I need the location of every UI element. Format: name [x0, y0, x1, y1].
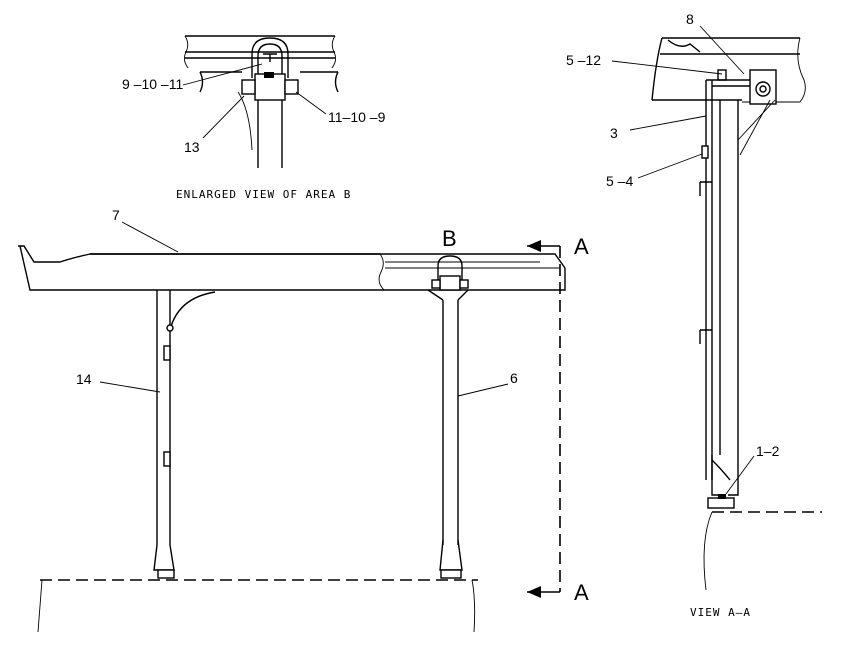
- section-arrow-bottom: [527, 586, 541, 598]
- left-post: [156, 290, 171, 545]
- label-5-12: 5 –12: [566, 52, 601, 68]
- detail-u-bolt: [251, 37, 289, 78]
- left-brace: [169, 291, 216, 331]
- detail-leader-right: [295, 91, 327, 115]
- section-arrow-top: [527, 240, 541, 252]
- section-base-plate: [707, 497, 735, 509]
- section-rail-break: [742, 37, 806, 103]
- detail-rail: [185, 35, 335, 59]
- leader-rail: [121, 221, 179, 253]
- leader-1-2: [725, 455, 755, 495]
- label-7: 7: [112, 207, 120, 223]
- section-fastener: [701, 145, 709, 159]
- label-3: 3: [610, 125, 618, 141]
- detail-nut-right: [284, 79, 299, 95]
- section-label-bottom: A: [574, 580, 589, 605]
- detail-leader-bottom-left: [202, 95, 245, 139]
- leader-right-post: [457, 383, 509, 397]
- leader-5-12: [611, 60, 723, 75]
- section-floor-edge: [703, 511, 713, 591]
- main-rail-channel: [385, 261, 560, 269]
- label-5-4: 5 –4: [606, 173, 633, 189]
- main-elevation-view: A A B 7 14 6: [18, 207, 589, 633]
- detail-u-bolt-inner: [257, 43, 283, 78]
- section-post: [719, 100, 739, 455]
- label-13: 13: [184, 139, 200, 155]
- section-tab-2: [699, 329, 712, 344]
- section-bolt-center: [759, 85, 767, 93]
- right-post: [442, 300, 459, 545]
- label-9-10-11: 9 –10 –11: [122, 76, 183, 92]
- detail-leader-top-left: [182, 63, 263, 86]
- section-bracket-top: [706, 79, 750, 87]
- right-post-flare: [427, 289, 469, 301]
- section-rail-left: [651, 37, 701, 101]
- detail-lower-flange: [199, 71, 339, 93]
- section-arrow-shafts: [527, 245, 560, 593]
- leader-3: [629, 115, 707, 131]
- leader-8: [699, 25, 745, 75]
- main-rail-top: [90, 253, 566, 269]
- section-foot-detail: [711, 459, 731, 481]
- detail-t-bolt: [263, 53, 277, 62]
- area-marker-b: B: [442, 226, 457, 251]
- detail-nut-top: [264, 72, 274, 78]
- label-8: 8: [686, 11, 694, 27]
- detail-post: [257, 100, 283, 168]
- section-label-top: A: [574, 234, 589, 259]
- section-tab-1: [699, 181, 712, 196]
- section-brace: [737, 99, 776, 156]
- leader-5-4: [637, 153, 703, 179]
- leader-left-post: [99, 381, 161, 393]
- section-bracket: [705, 80, 713, 480]
- main-clamp-nut-left: [431, 279, 441, 289]
- main-u-bolt: [437, 255, 463, 284]
- left-post-slot-2: [163, 451, 171, 467]
- label-6: 6: [510, 370, 518, 386]
- section-base-bolt: [718, 494, 726, 499]
- caption-enlarged-view: ENLARGED VIEW OF AREA B: [176, 188, 351, 201]
- detail-brace-curve: [237, 91, 253, 151]
- left-brace-pin: [166, 324, 174, 332]
- label-1-2: 1–2: [756, 443, 780, 459]
- section-nut-5-12: [717, 69, 727, 81]
- main-clamp-nut-right: [459, 279, 469, 289]
- section-view-a-a: 8 5 –12 3 5 –4 1–2 VIEW A–A: [566, 11, 822, 619]
- left-post-slot-1: [163, 345, 171, 361]
- section-rail: [652, 37, 800, 101]
- label-14: 14: [76, 371, 92, 387]
- main-clamp-block: [439, 275, 461, 291]
- detail-nut-left: [241, 79, 256, 95]
- right-post-base: [440, 569, 462, 579]
- floor-edges: [37, 579, 476, 633]
- caption-view-a-a: VIEW A–A: [690, 606, 751, 619]
- main-rail-outline: [18, 245, 566, 291]
- enlarged-view-area-b: 9 –10 –11 11–10 –9 13 ENLARGED VIEW OF A…: [122, 35, 386, 201]
- left-post-base: [157, 569, 175, 579]
- main-rail-break: [378, 253, 385, 291]
- label-11-10-9: 11–10 –9: [328, 109, 386, 125]
- detail-break-lines: [183, 35, 337, 69]
- left-post-foot: [153, 544, 175, 571]
